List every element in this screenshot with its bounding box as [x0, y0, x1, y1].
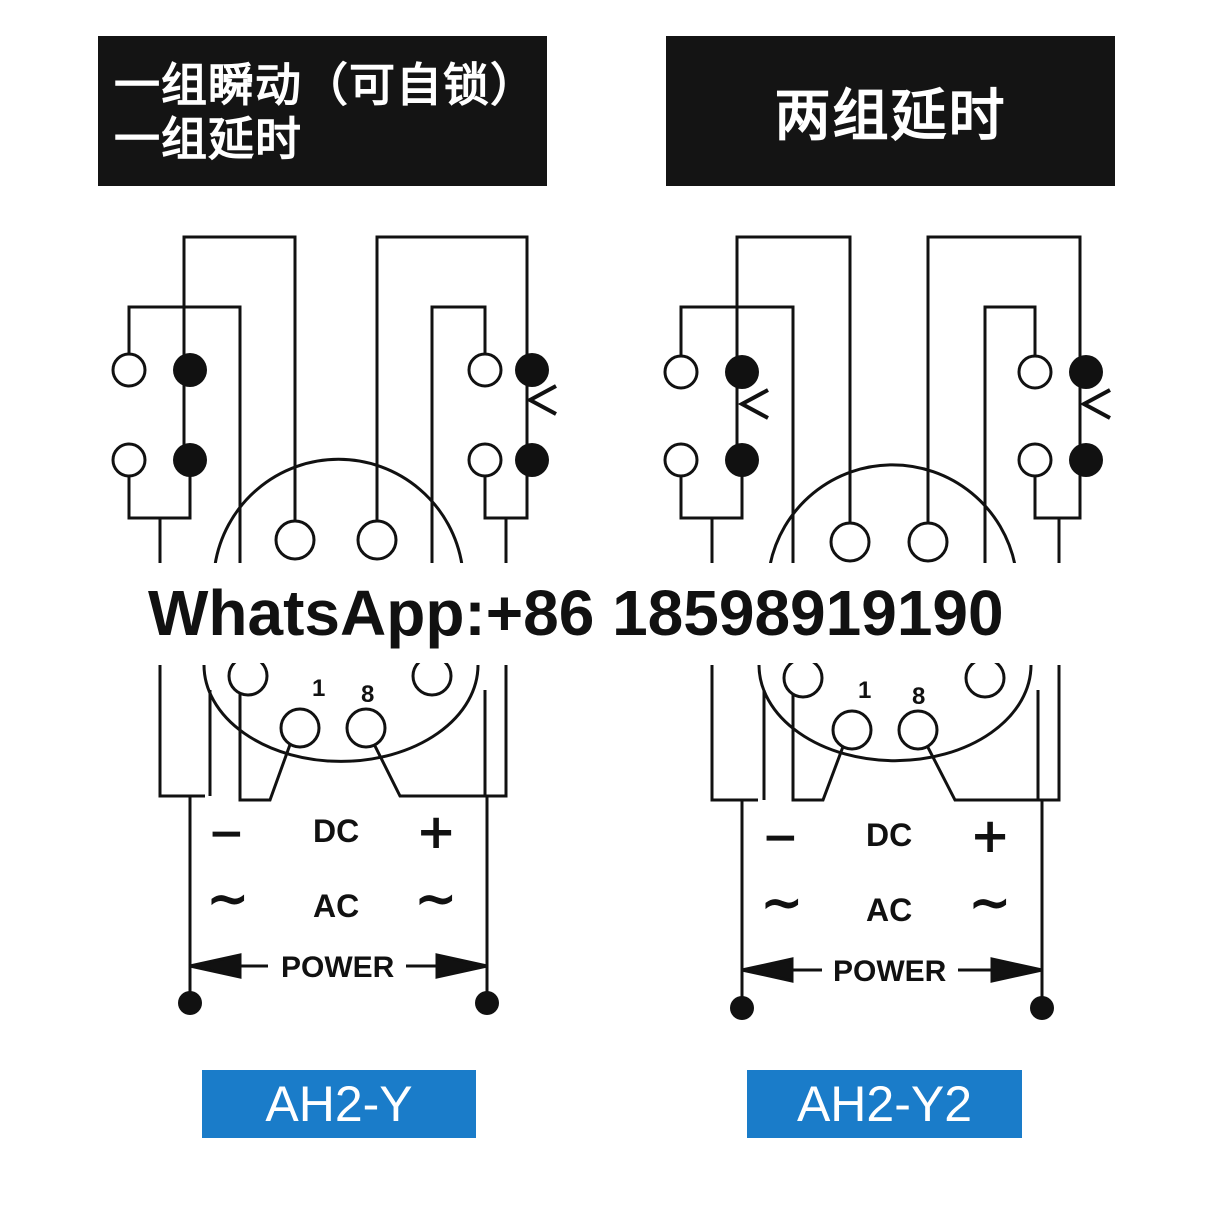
terminal-dot-icon	[725, 355, 759, 389]
terminal-dot-icon	[178, 991, 202, 1015]
terminal-dot-icon	[515, 443, 549, 477]
model-label-left: AH2-Y	[202, 1070, 476, 1138]
header-left: 一组瞬动（可自锁） 一组延时	[98, 36, 547, 186]
plus-label: +	[416, 804, 456, 860]
header-right: 两组延时	[666, 36, 1115, 186]
terminal-dot-icon	[515, 353, 549, 387]
dc-label: DC	[313, 813, 359, 849]
labels-right: 1 8 − DC + ~ AC ~ POWER	[760, 677, 1012, 988]
terminal-dots-right	[725, 355, 1103, 1020]
terminal-dot-icon	[1030, 996, 1054, 1020]
header-left-line1: 一组瞬动（可自锁）	[114, 58, 537, 112]
terminal-dots-left	[173, 353, 549, 1015]
socket-arc-top	[213, 457, 464, 566]
terminal-dot-icon	[173, 443, 207, 477]
terminal-dot-icon	[1069, 443, 1103, 477]
terminal-dot-icon	[1069, 355, 1103, 389]
labels-left: 1 8 − DC + ~ AC ~ POWER	[206, 675, 458, 984]
tilde-right-label: ~	[968, 873, 1012, 933]
minus-label: −	[208, 808, 245, 859]
model-label-right: AH2-Y2	[747, 1070, 1022, 1138]
tilde-left-label: ~	[760, 873, 804, 933]
pin-8-label: 8	[912, 683, 925, 710]
minus-label: −	[762, 812, 799, 863]
pin-1-label: 1	[312, 675, 325, 702]
tilde-left-label: ~	[206, 869, 250, 929]
socket-arc-bottom	[202, 664, 480, 763]
header-right-title: 两组延时	[774, 83, 1007, 149]
tilde-right-label: ~	[414, 869, 458, 929]
wire	[182, 235, 297, 540]
terminal-dot-icon	[725, 443, 759, 477]
pin-8-label: 8	[361, 681, 374, 708]
wire	[375, 235, 529, 540]
wire	[127, 305, 298, 802]
power-label: POWER	[281, 951, 395, 984]
plus-label: +	[970, 808, 1010, 864]
header-left-line2: 一组延时	[114, 112, 302, 166]
pin-1-label: 1	[858, 677, 871, 704]
dc-label: DC	[866, 817, 912, 853]
power-label: POWER	[833, 955, 947, 988]
wire	[430, 305, 487, 568]
ac-label: AC	[313, 888, 359, 924]
terminal-dot-icon	[730, 996, 754, 1020]
ac-label: AC	[866, 892, 912, 928]
diagram-right	[663, 235, 1111, 1008]
watermark-text: WhatsApp:+86 18598919190	[148, 577, 1004, 649]
watermark-band: WhatsApp:+86 18598919190	[0, 563, 1228, 663]
terminal-dot-icon	[475, 991, 499, 1015]
terminal-dot-icon	[173, 353, 207, 387]
